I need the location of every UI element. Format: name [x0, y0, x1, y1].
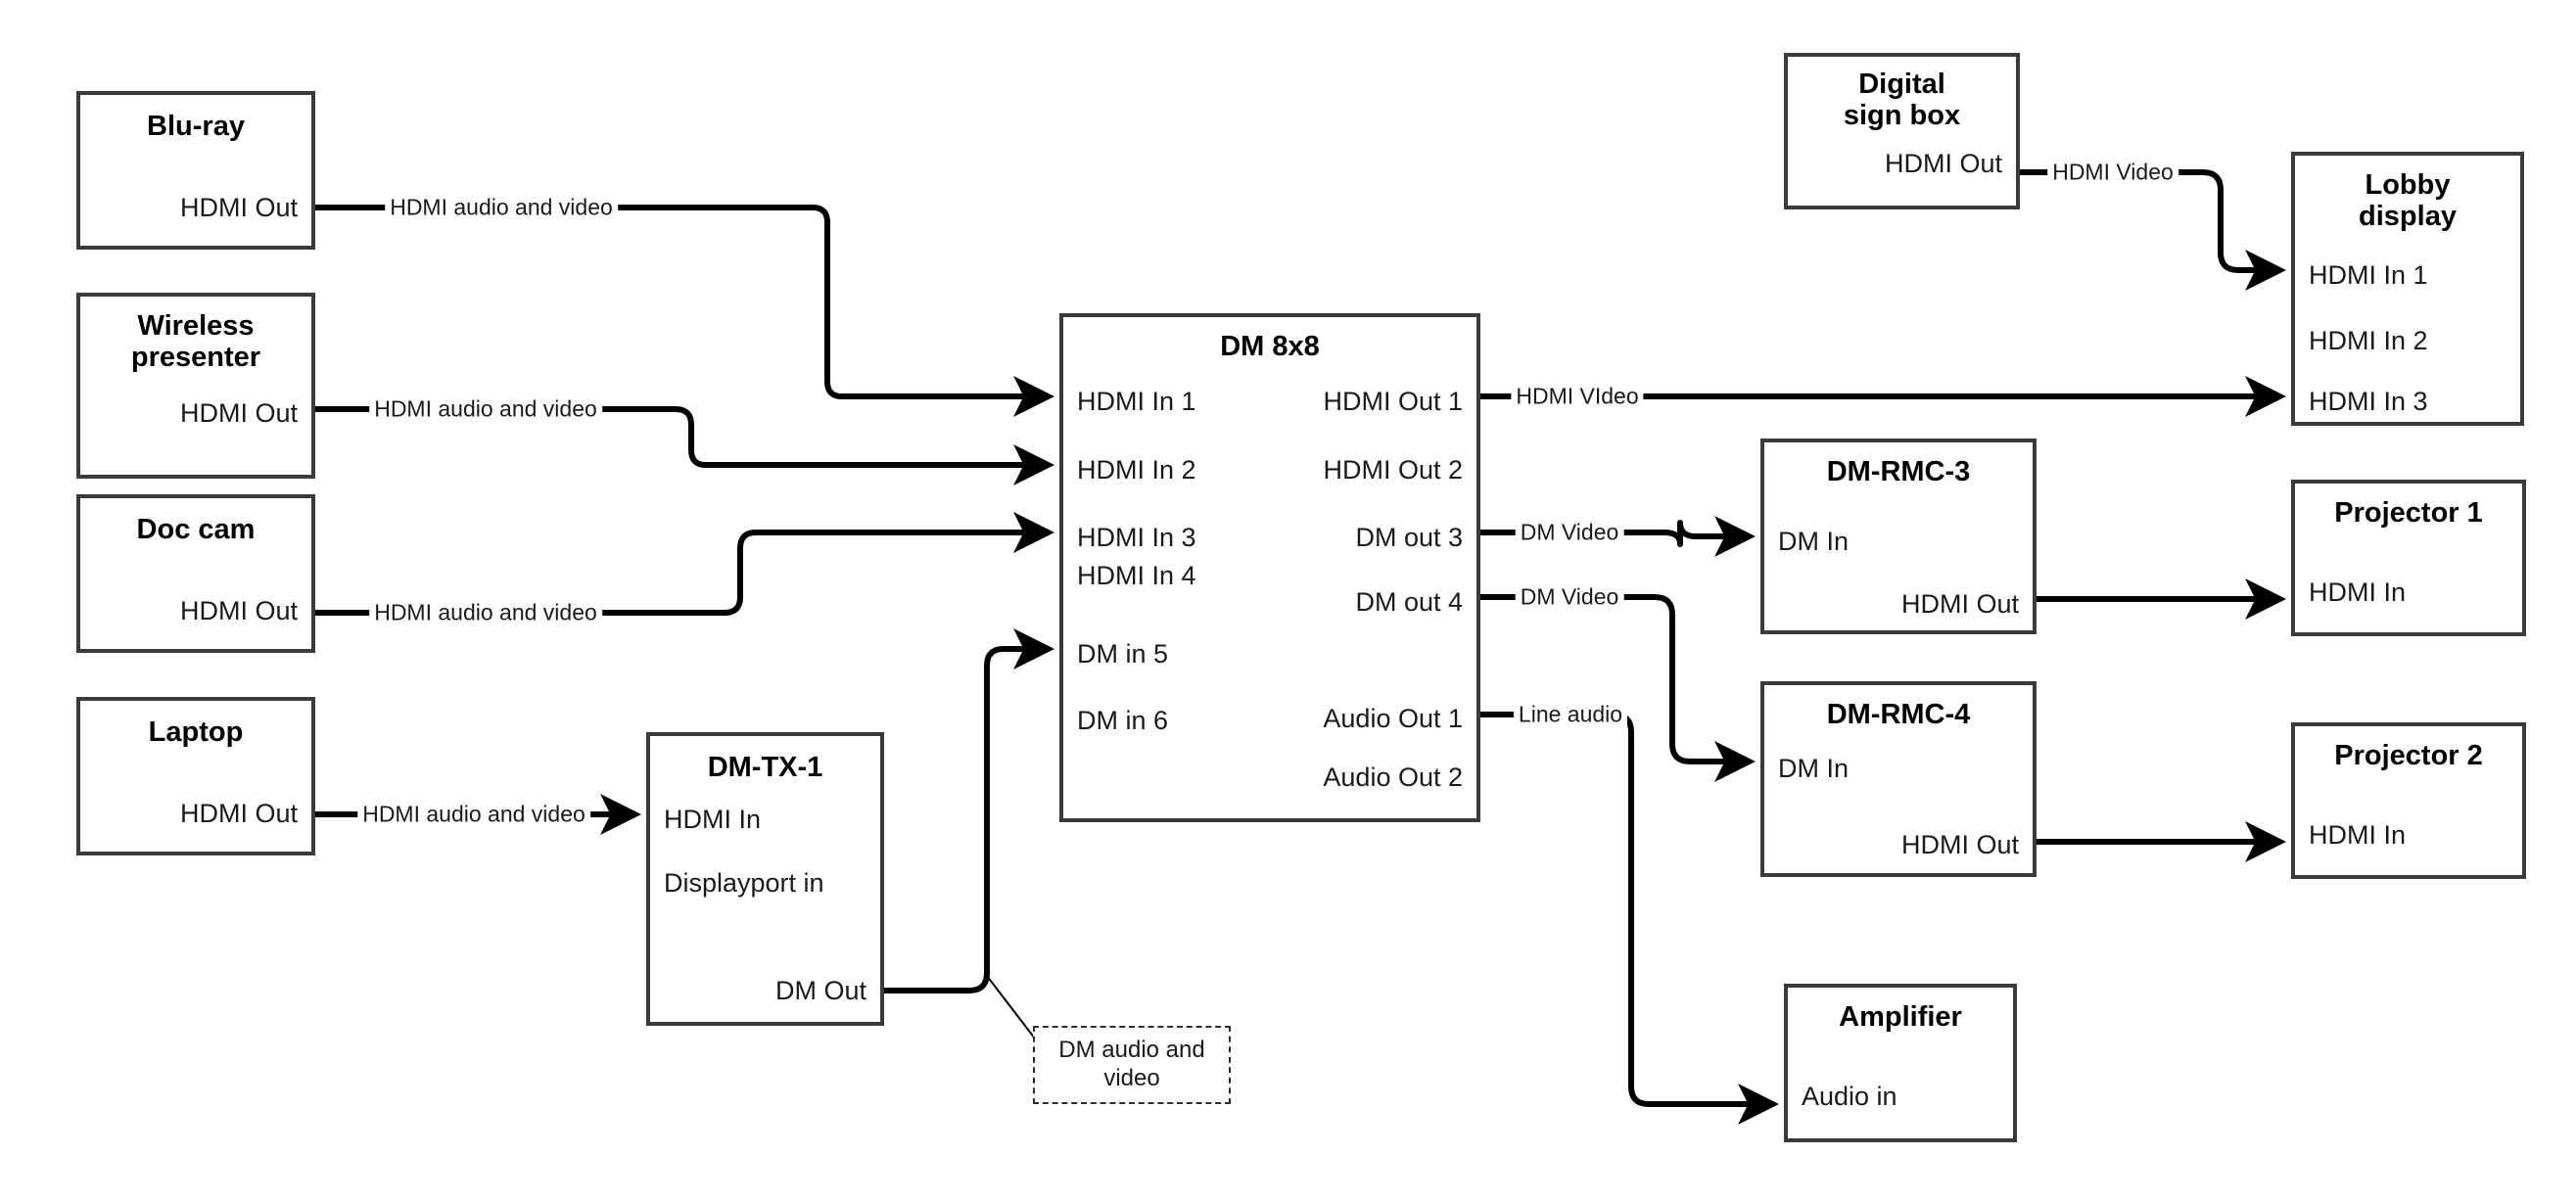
node-dm-tx-1-port-displayport-in: Displayport in [664, 868, 824, 898]
wire-label-dmout3-to-rmc3: DM Video [1515, 519, 1624, 546]
node-dm-tx-1-port-hdmi-in: HDMI In [664, 805, 762, 834]
node-dm-8x8-input-hdmi-in-3: HDMI In 3 [1077, 523, 1196, 552]
node-laptop-title: Laptop [148, 716, 244, 748]
node-wireless-presenter-title: Wireless presenter [130, 310, 261, 374]
node-amplifier-title: Amplifier [1839, 1001, 1962, 1033]
node-dm-rmc-3-port-hdmi-out: HDMI Out [1900, 589, 2019, 619]
note-leader-line [986, 975, 1039, 1043]
wire-label-laptop-to-dmtx1: HDMI audio and video [357, 801, 590, 828]
node-projector-2[interactable]: Projector 2 HDMI In [2291, 722, 2526, 879]
node-amplifier[interactable]: Amplifier Audio in [1784, 984, 2017, 1142]
node-dm-8x8-output-dm-out-3: DM out 3 [1355, 523, 1463, 552]
wire-label-wireless-to-dm-in2: HDMI audio and video [369, 395, 602, 423]
node-dm-tx-1-port-dm-out: DM Out [774, 976, 866, 1005]
node-projector-1-port-hdmi-in: HDMI In [2309, 577, 2407, 607]
node-dm-8x8-input-hdmi-in-2: HDMI In 2 [1077, 455, 1196, 485]
wire-label-sign-to-lobby-in1: HDMI Video [2047, 159, 2178, 186]
node-lobby-display-port-hdmi-in-1: HDMI In 1 [2309, 260, 2428, 290]
node-laptop-port-hdmi-out: HDMI Out [179, 799, 298, 828]
node-dm-tx-1-title: DM-TX-1 [707, 752, 823, 783]
node-doc-cam-port-hdmi-out: HDMI Out [179, 596, 298, 625]
wire-dmout4-to-rmc4 [1480, 594, 1756, 782]
node-dm-rmc-4-title: DM-RMC-4 [1826, 699, 1971, 730]
node-dm-rmc-3-port-dm-in: DM In [1778, 527, 1850, 556]
node-bluray[interactable]: Blu-ray HDMI Out [76, 91, 315, 250]
node-dm-8x8-input-dm-in-6: DM in 6 [1077, 706, 1169, 735]
node-projector-1-title: Projector 1 [2334, 497, 2483, 529]
annotation-dm-audio-and-video: DM audio and video [1033, 1026, 1231, 1104]
wire-dmtx1-to-dm-in5 [884, 628, 1054, 993]
node-dm-8x8-input-hdmi-in-4: HDMI In 4 [1077, 561, 1196, 590]
node-dm-rmc-4-port-dm-in: DM In [1778, 754, 1850, 783]
node-amplifier-port-audio-in: Audio in [1802, 1082, 1897, 1111]
node-wireless-presenter[interactable]: Wireless presenter HDMI Out [76, 293, 315, 479]
node-dm-rmc-3-title: DM-RMC-3 [1826, 456, 1971, 487]
node-dm-8x8-output-audio-out-1: Audio Out 1 [1323, 704, 1463, 733]
node-bluray-title: Blu-ray [147, 111, 245, 142]
wire-label-bluray-to-dm-in1: HDMI audio and video [385, 194, 618, 221]
node-bluray-port-hdmi-out: HDMI Out [179, 193, 298, 222]
node-doc-cam-title: Doc cam [136, 514, 256, 545]
wire-label-audioout1-to-amplifier: Line audio [1513, 701, 1628, 728]
node-dm-rmc-4-port-hdmi-out: HDMI Out [1900, 830, 2019, 859]
node-digital-sign-box[interactable]: Digital sign box HDMI Out [1784, 53, 2020, 209]
node-lobby-display-title: Lobby display [2359, 169, 2457, 233]
node-dm-8x8-output-dm-out-4: DM out 4 [1355, 587, 1463, 617]
node-doc-cam[interactable]: Doc cam HDMI Out [76, 494, 315, 653]
node-dm-8x8-output-hdmi-out-2: HDMI Out 2 [1323, 455, 1463, 485]
node-projector-2-port-hdmi-in: HDMI In [2309, 820, 2407, 850]
node-wireless-presenter-port-hdmi-out: HDMI Out [179, 398, 298, 428]
node-dm-8x8-input-dm-in-5: DM in 5 [1077, 639, 1169, 669]
wire-bluray-to-dm-in1 [315, 205, 1054, 417]
node-dm-tx-1[interactable]: DM-TX-1 HDMI In Displayport in DM Out [646, 732, 884, 1026]
node-projector-2-title: Projector 2 [2334, 740, 2483, 771]
node-dm-rmc-3[interactable]: DM-RMC-3 DM In HDMI Out [1760, 439, 2037, 634]
wire-label-doccam-to-dm-in3: HDMI audio and video [369, 599, 602, 626]
node-lobby-display-port-hdmi-in-2: HDMI In 2 [2309, 326, 2428, 355]
wire-audioout1-to-amplifier [1480, 712, 1779, 1125]
node-dm-rmc-4[interactable]: DM-RMC-4 DM In HDMI Out [1760, 681, 2037, 877]
node-dm-8x8-output-audio-out-2: Audio Out 2 [1323, 762, 1463, 792]
wire-sign-to-lobby-in1 [2020, 169, 2286, 291]
wire-label-hdmiout1-to-lobby-in3: HDMI VIdeo [1511, 383, 1644, 410]
node-digital-sign-box-title: Digital sign box [1843, 69, 1961, 132]
node-dm-8x8-output-hdmi-out-1: HDMI Out 1 [1323, 387, 1463, 416]
node-dm-8x8-title: DM 8x8 [1220, 331, 1320, 362]
wire-label-dmout4-to-rmc4: DM Video [1515, 583, 1624, 611]
node-dm-8x8[interactable]: DM 8x8 HDMI In 1 HDMI In 2 HDMI In 3 HDM… [1059, 313, 1480, 822]
node-projector-1[interactable]: Projector 1 HDMI In [2291, 480, 2526, 636]
node-digital-sign-box-port-hdmi-out: HDMI Out [1884, 149, 2002, 178]
node-dm-8x8-input-hdmi-in-1: HDMI In 1 [1077, 387, 1196, 416]
node-laptop[interactable]: Laptop HDMI Out [76, 697, 315, 855]
node-lobby-display-port-hdmi-in-3: HDMI In 3 [2309, 387, 2428, 416]
node-lobby-display[interactable]: Lobby display HDMI In 1 HDMI In 2 HDMI I… [2291, 152, 2524, 426]
